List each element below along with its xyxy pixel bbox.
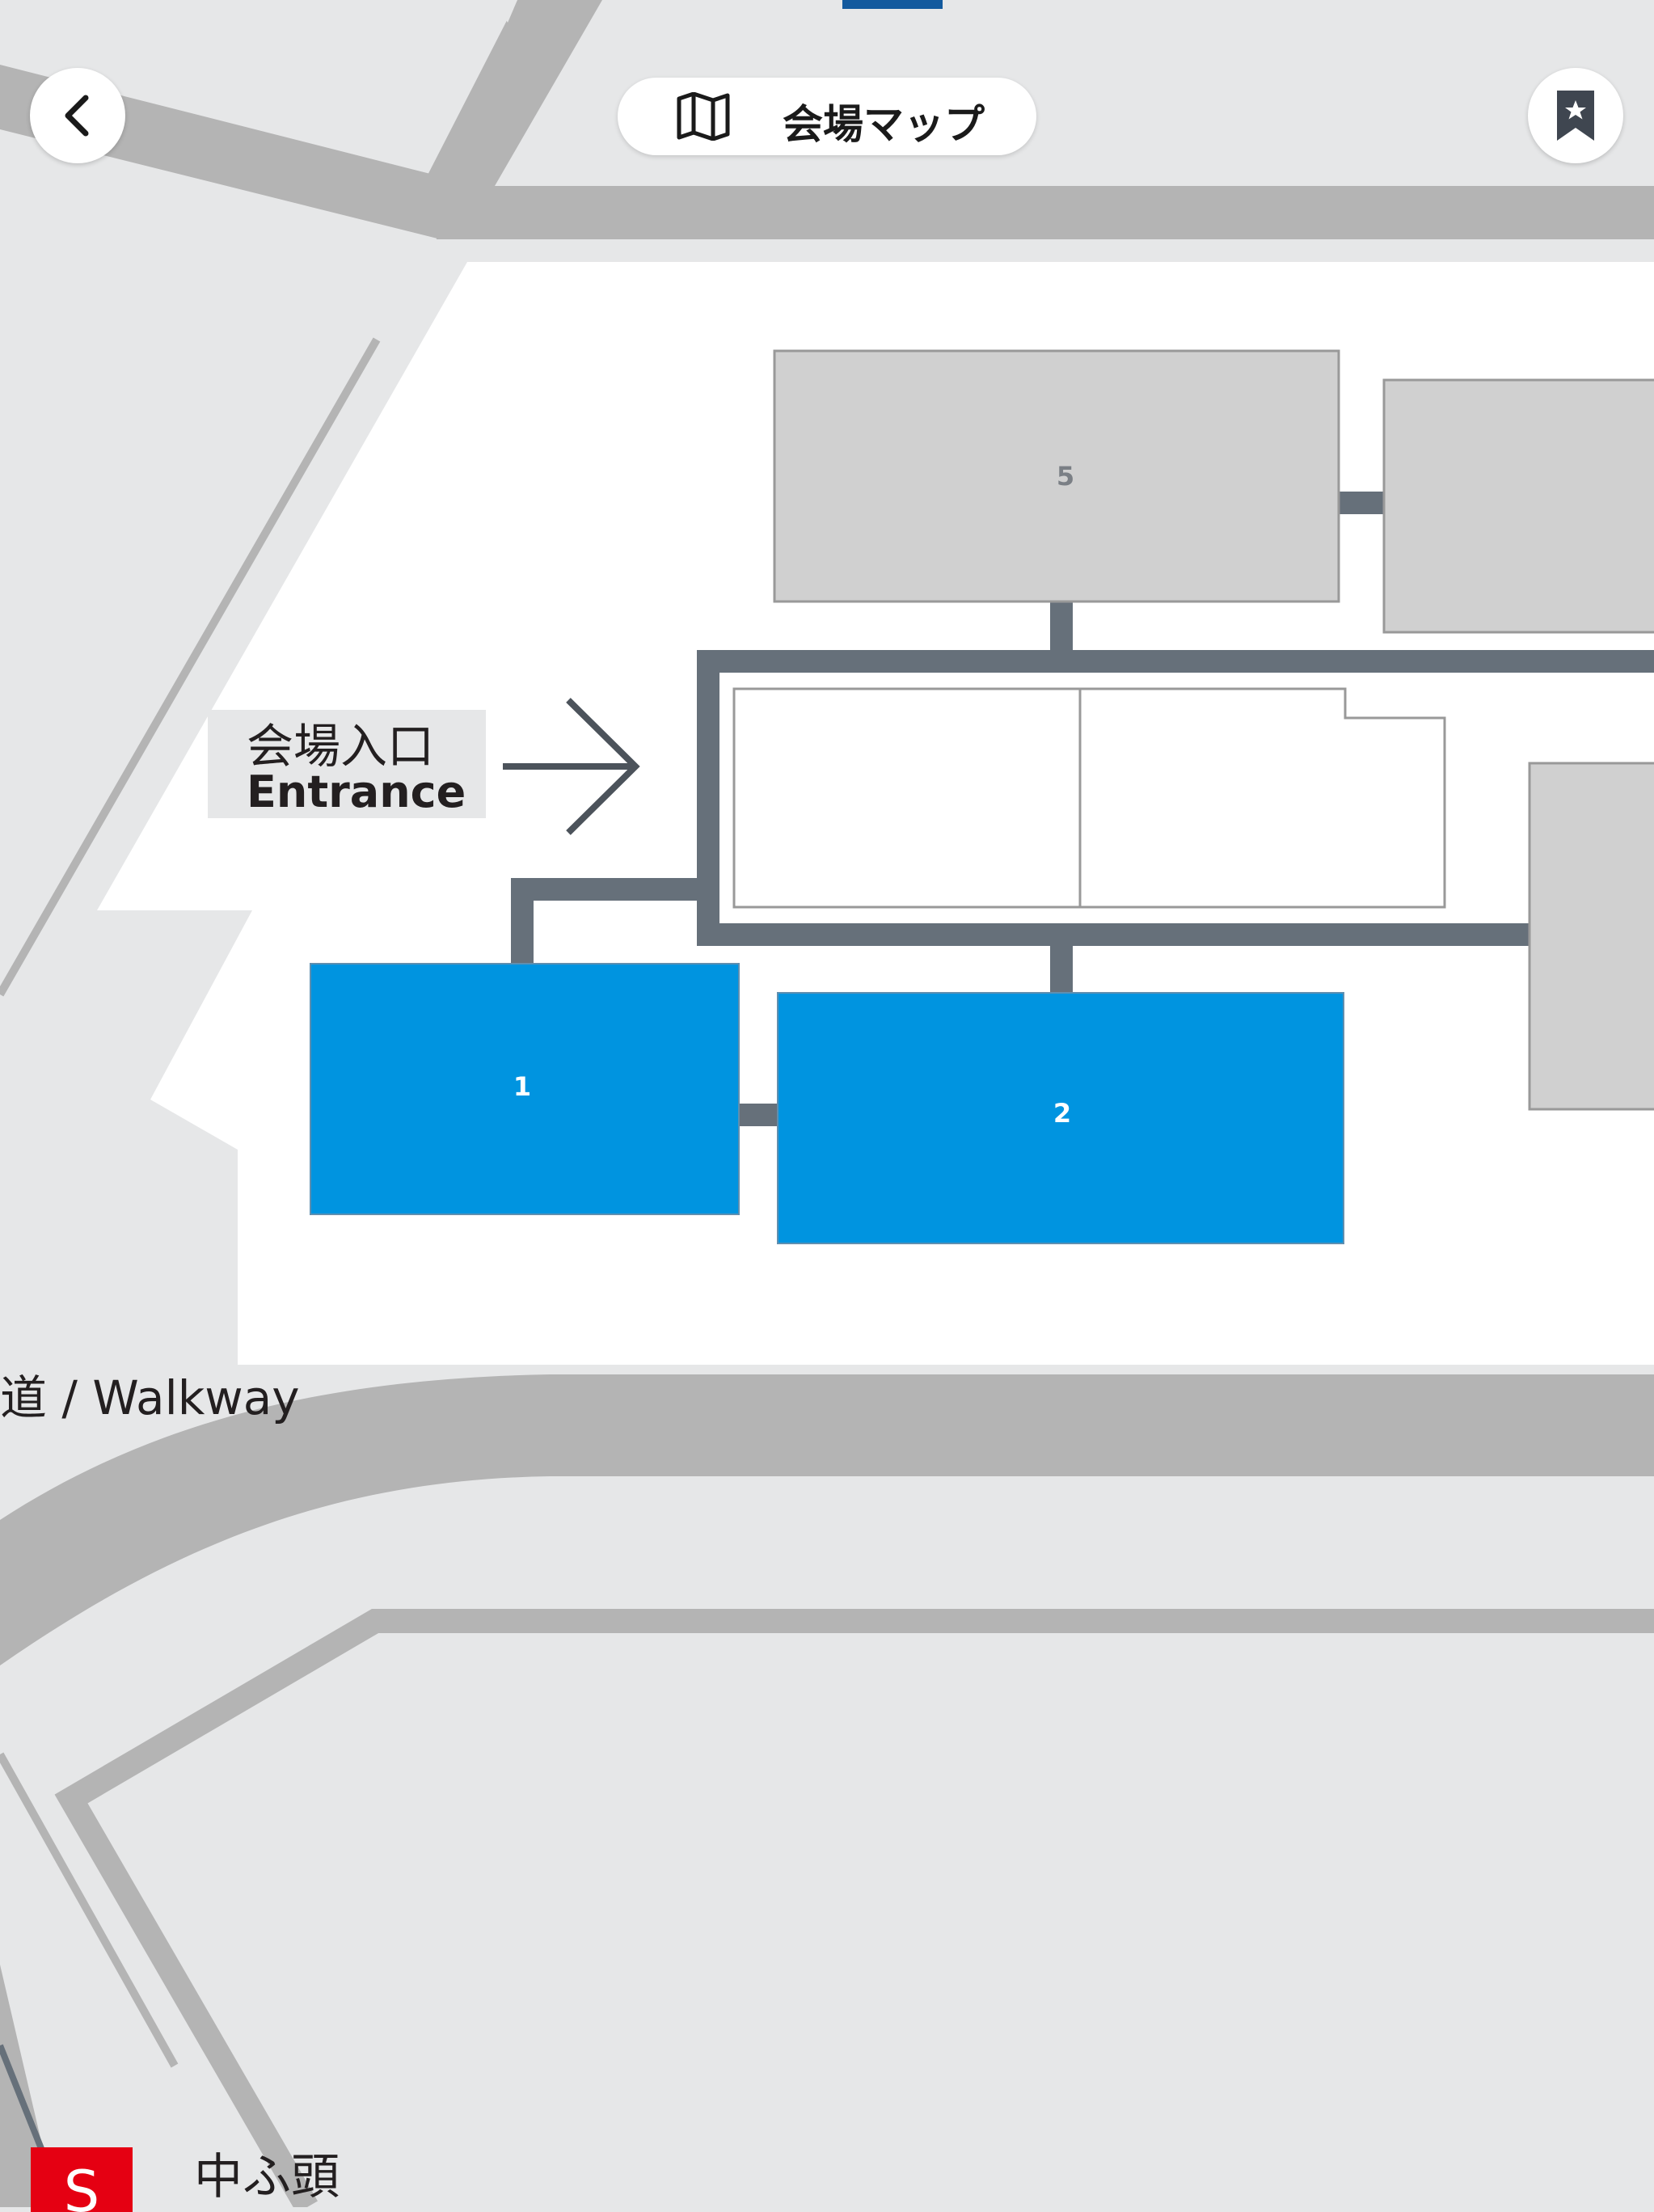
rail-line-left: [0, 337, 381, 997]
hall-4-outline[interactable]: [1078, 687, 1446, 909]
hall-2-block[interactable]: [777, 992, 1344, 1244]
entrance-label-box: [208, 710, 486, 818]
entrance-label-en: Entrance: [247, 766, 466, 817]
hall-2-label: 2: [1053, 1098, 1071, 1129]
page-title: 会場マップ: [783, 101, 985, 148]
map-title-pill[interactable]: 会場マップ: [618, 78, 1036, 155]
road-top-fork: [422, 0, 602, 186]
bookmark-button[interactable]: [1528, 68, 1623, 163]
rail-line-lower: [0, 1752, 179, 2068]
hall-7-block[interactable]: [1528, 762, 1654, 1111]
hall-1[interactable]: 1: [310, 963, 740, 1215]
entrance-arrow-icon: [503, 698, 640, 835]
hall-6-block[interactable]: [1382, 378, 1654, 634]
walkway-label: 道 / Walkway: [0, 1370, 300, 1425]
lower-lot-border: [54, 1609, 1654, 2207]
corridor-network: [511, 492, 1654, 1126]
chevron-left-icon: [65, 95, 89, 137]
hall-5-label: 5: [1057, 461, 1074, 492]
hall-3-outline[interactable]: [732, 687, 1082, 909]
map-icon: [677, 92, 730, 141]
hall-5-block[interactable]: [773, 349, 1340, 603]
hall-2[interactable]: 2: [777, 992, 1344, 1244]
station-name: 中ふ頭: [194, 2149, 340, 2206]
hall-5[interactable]: 5: [773, 349, 1340, 603]
bookmark-star-icon: [1557, 91, 1594, 141]
road-top-horizontal: [437, 186, 1654, 239]
walkway-road: [0, 1374, 1654, 1665]
hall-1-label: 1: [513, 1071, 531, 1102]
top-tab-indicator: [842, 0, 943, 9]
road-top-fork-notch: [495, 0, 517, 23]
back-button[interactable]: [30, 68, 125, 163]
station-badge: S: [31, 2147, 133, 2212]
entrance-label-ja: 会場入口: [247, 719, 435, 774]
hall-1-block[interactable]: [310, 963, 740, 1215]
